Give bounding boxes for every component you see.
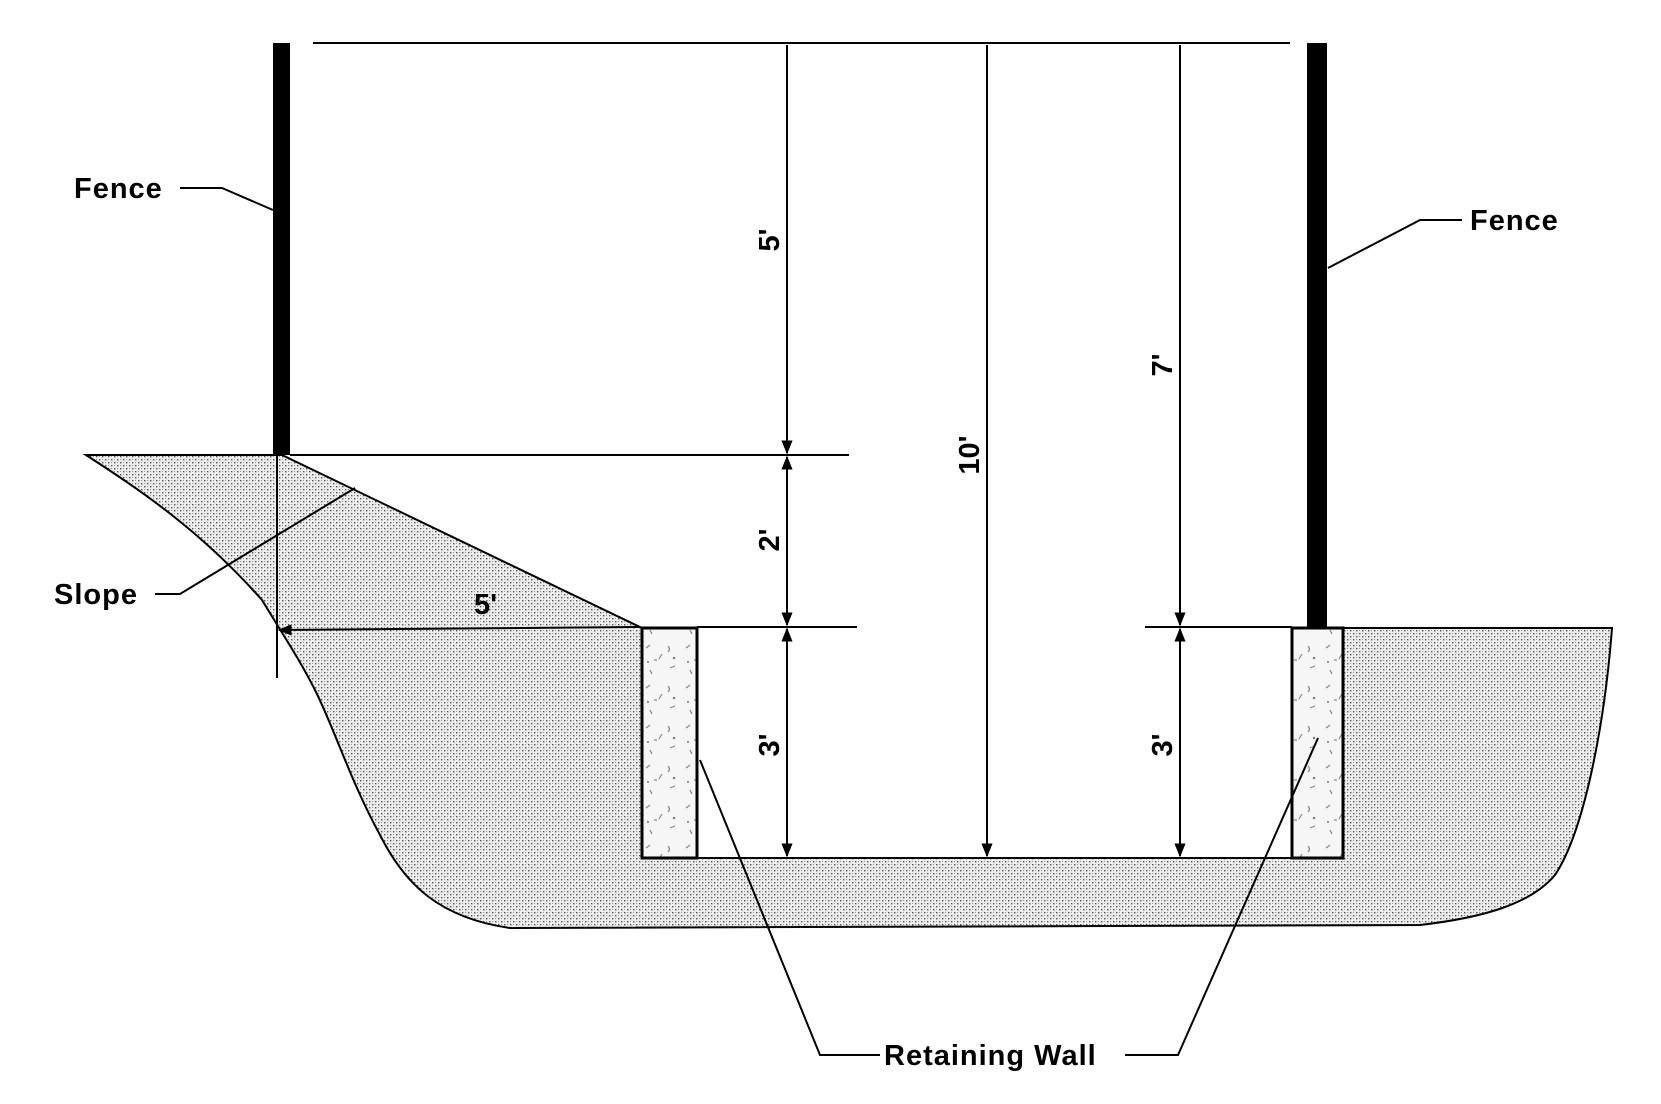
dim-label-middle-left: 2' bbox=[754, 528, 786, 551]
leader-slope bbox=[155, 487, 356, 595]
retaining-wall-left bbox=[640, 626, 699, 860]
label-retaining-wall: Retaining Wall bbox=[884, 1040, 1097, 1072]
dim-line-horizontal-slope bbox=[277, 624, 641, 636]
leader-fence-right bbox=[1327, 219, 1462, 269]
label-fence-right: Fence bbox=[1470, 205, 1559, 237]
label-fence-left: Fence bbox=[74, 173, 163, 205]
dim-label-upper-left: 5' bbox=[754, 228, 786, 251]
fence-right-post bbox=[1307, 43, 1327, 628]
retaining-wall-right bbox=[1290, 626, 1345, 860]
fence-left-post bbox=[273, 43, 290, 455]
dim-label-upper-right: 7' bbox=[1147, 353, 1179, 376]
leader-retaining-wall-right bbox=[1125, 737, 1319, 1056]
soil-ground bbox=[82, 454, 1614, 930]
dim-label-total-center: 10' bbox=[954, 435, 986, 474]
dim-label-horizontal-slope: 5' bbox=[474, 589, 497, 621]
leader-fence-left bbox=[180, 187, 274, 211]
leader-retaining-wall-left bbox=[699, 759, 880, 1056]
dim-label-lower-right: 3' bbox=[1147, 733, 1179, 756]
dim-label-lower-left: 3' bbox=[754, 733, 786, 756]
label-slope: Slope bbox=[54, 579, 138, 611]
